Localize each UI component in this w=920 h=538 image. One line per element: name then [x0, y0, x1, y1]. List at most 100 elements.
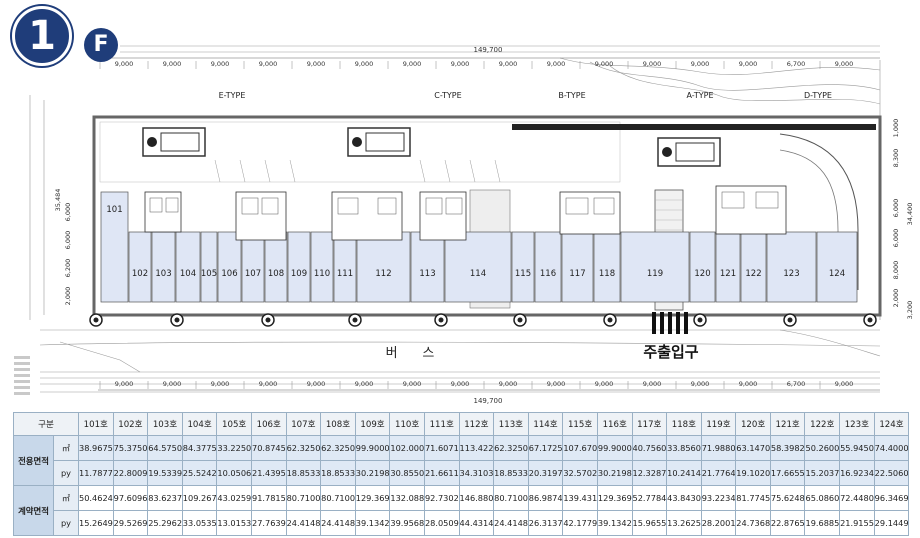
unit-header: 114호	[527, 412, 564, 436]
area-value: 28.0509	[423, 510, 460, 536]
tree-center	[787, 317, 793, 323]
type-label: C-TYPE	[434, 91, 461, 100]
area-value: 28.2001	[700, 510, 737, 536]
area-value: 63.1470	[735, 435, 771, 461]
span-dimension: 9,000	[115, 60, 134, 68]
right-dimension: 8,300	[892, 149, 900, 168]
bottom-total-dimension: 149,700	[474, 397, 503, 405]
unit-box	[151, 231, 176, 303]
area-value: 30.2198	[354, 460, 391, 486]
area-value: 24.7368	[735, 510, 771, 536]
span-dimension: 9,000	[355, 380, 374, 388]
area-value: 12.3287	[631, 460, 668, 486]
unit-box	[356, 231, 411, 303]
unit-label: 112	[375, 269, 391, 279]
span-dimension: 9,000	[595, 60, 614, 68]
area-value: 18.8533	[493, 460, 529, 486]
span-dimension: 9,000	[163, 380, 182, 388]
unit-label: 121	[720, 269, 736, 279]
street-trees	[89, 313, 877, 327]
tree-center	[93, 317, 99, 323]
unit-box	[689, 231, 716, 303]
span-dimension: 9,000	[643, 60, 662, 68]
unit-box	[593, 231, 621, 303]
unit-box	[100, 191, 129, 303]
area-value: 19.5339	[147, 460, 183, 486]
unit-box	[333, 231, 357, 303]
area-value: 97.6096	[112, 485, 149, 511]
area-value: 15.2037	[804, 460, 841, 486]
left-dimension: 6,000	[64, 231, 72, 250]
area-value: 99.9000	[354, 435, 391, 461]
area-value: 96.3469	[873, 485, 910, 511]
unit-label: 122	[745, 269, 761, 279]
area-value: 21.6611	[423, 460, 460, 486]
area-value: 39.1342	[596, 510, 633, 536]
unit-header: 121호	[769, 412, 806, 436]
area-value: 93.2234	[700, 485, 737, 511]
unit-header: 103호	[147, 412, 183, 436]
type-label: A-TYPE	[686, 91, 713, 100]
unit-box	[200, 231, 218, 303]
area-value: 39.1342	[354, 510, 391, 536]
span-dimension: 9,000	[307, 60, 326, 68]
unit-label: 115	[515, 269, 531, 279]
span-dimension: 9,000	[739, 60, 758, 68]
area-value: 107.6700	[562, 435, 598, 461]
unit-header: 117호	[631, 412, 668, 436]
area-unit-label: ㎡	[52, 485, 80, 511]
area-value: 44.4314	[458, 510, 495, 536]
area-value: 22.5060	[873, 460, 910, 486]
area-value: 24.4148	[493, 510, 529, 536]
area-value: 43.0259	[216, 485, 252, 511]
area-value: 22.8009	[112, 460, 149, 486]
area-value: 22.8765	[769, 510, 806, 536]
span-dimension: 9,000	[211, 380, 230, 388]
unit-box	[287, 231, 311, 303]
area-value: 52.7784	[631, 485, 668, 511]
area-value: 50.2600	[804, 435, 841, 461]
top-total-dimension: 149,700	[474, 46, 503, 54]
unit-label: 109	[291, 269, 307, 279]
parking-signs	[142, 127, 721, 167]
area-value: 10.0506	[216, 460, 252, 486]
tree-center	[517, 317, 523, 323]
tree-center	[697, 317, 703, 323]
area-value: 24.4148	[285, 510, 322, 536]
span-dimension: 9,000	[499, 60, 518, 68]
area-value: 19.1020	[735, 460, 771, 486]
right-dimension: 8,000	[892, 261, 900, 280]
left-dimension: 2,000	[64, 287, 72, 306]
unit-label: 102	[132, 269, 148, 279]
left-dimension: 6,200	[64, 259, 72, 278]
unit-header: 108호	[320, 412, 356, 436]
unit-header: 123호	[839, 412, 875, 436]
area-value: 13.0153	[216, 510, 252, 536]
area-value: 71.6071	[423, 435, 460, 461]
unit-header: 102호	[112, 412, 149, 436]
parking-ramp	[779, 133, 859, 290]
unit-header: 101호	[78, 412, 114, 436]
unit-box	[816, 231, 858, 303]
unit-header: 105호	[216, 412, 252, 436]
unit-label: 124	[829, 269, 845, 279]
area-value: 39.9568	[389, 510, 425, 536]
area-value: 25.5242	[181, 460, 218, 486]
area-value: 27.7639	[250, 510, 287, 536]
area-value: 21.4395	[250, 460, 287, 486]
area-row: 계약면적㎡50.462497.609683.6237109.267743.025…	[13, 485, 910, 536]
area-value: 75.3750	[112, 435, 149, 461]
span-dimension: 9,000	[739, 380, 758, 388]
entrance-arrows	[652, 312, 688, 334]
unit-label: 101	[106, 205, 122, 215]
unit-box	[766, 231, 817, 303]
span-dimension: 6,700	[787, 380, 806, 388]
unit-header: 109호	[354, 412, 391, 436]
span-dimension: 9,000	[691, 380, 710, 388]
area-value: 15.9655	[631, 510, 668, 536]
